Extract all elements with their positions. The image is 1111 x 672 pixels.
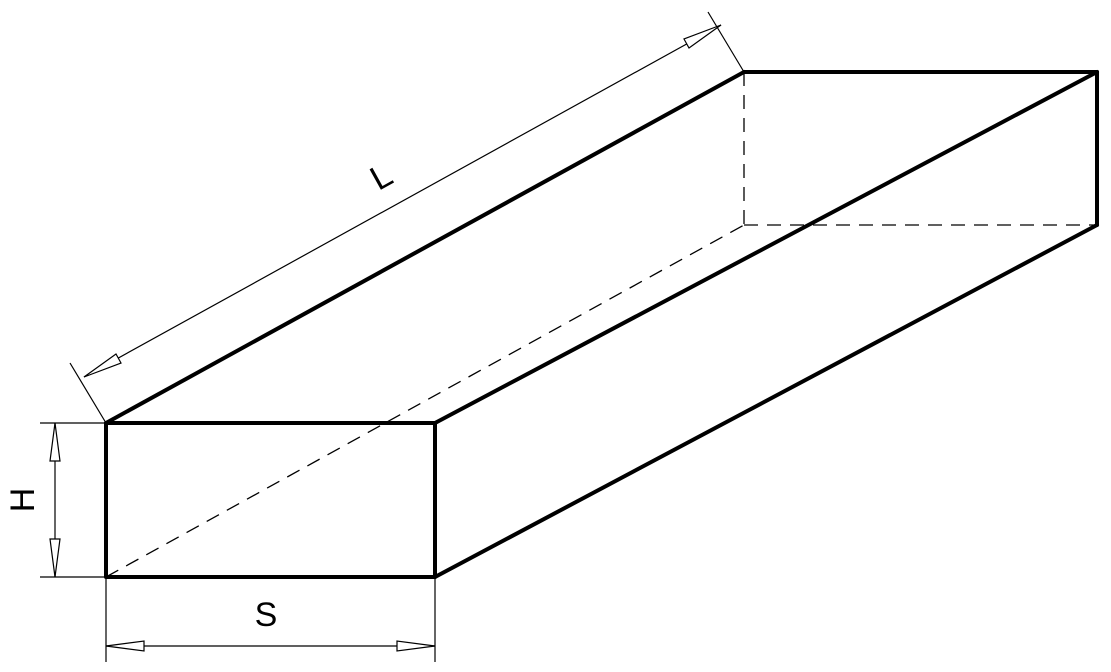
dimension-width: S xyxy=(105,577,436,662)
hidden-edges xyxy=(105,72,1097,578)
dimension-line-length xyxy=(83,24,722,378)
hidden-edge-long-bottom xyxy=(105,224,745,578)
extension-line-length-front xyxy=(69,362,107,424)
front-face xyxy=(104,421,437,579)
extension-line-length-back xyxy=(707,11,745,73)
dimension-length: L xyxy=(69,11,745,424)
label-height: H xyxy=(4,488,42,513)
label-width: S xyxy=(255,596,278,634)
arrowhead-length-end xyxy=(683,24,722,49)
arrowhead-width-left xyxy=(105,640,145,652)
visible-edges xyxy=(104,70,1099,579)
dimension-height: H xyxy=(4,422,106,578)
edge-bottom-right-long xyxy=(433,223,1099,579)
arrowhead-length-start xyxy=(83,353,122,378)
edge-top-right-long xyxy=(433,70,1099,425)
edge-top-left-long xyxy=(104,70,746,425)
label-length: L xyxy=(364,156,399,198)
arrowhead-width-right xyxy=(396,640,436,652)
arrowhead-height-top xyxy=(49,422,61,462)
arrowhead-height-bottom xyxy=(49,538,61,578)
